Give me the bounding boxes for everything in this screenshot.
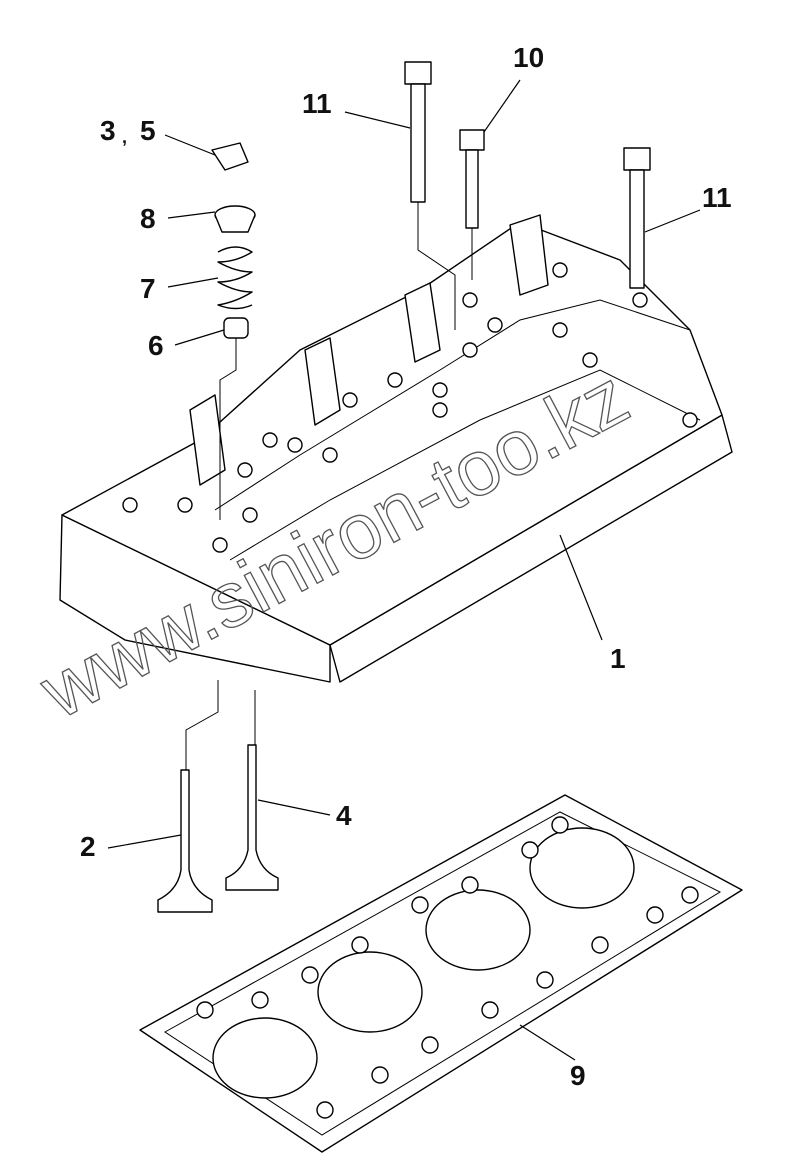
label-10: 10 [513,42,544,73]
gasket-hole [646,906,664,924]
leader-lines [107,79,701,1061]
gasket-hole [591,936,609,954]
label-separator: , [122,127,127,147]
head-hole [632,292,648,308]
label-6: 6 [148,330,164,361]
valve-spring [217,246,253,310]
head-hole [552,322,568,338]
gasket-hole [301,966,319,984]
gasket-hole [421,1036,439,1054]
label-11-left: 11 [302,88,332,119]
head-hole [122,497,138,513]
head-hole [387,372,403,388]
head-hole [342,392,358,408]
head-hole [487,317,503,333]
spring-retainer [214,205,256,233]
gasket-hole [316,1101,334,1119]
label-9: 9 [570,1060,586,1091]
gasket-hole [461,876,479,894]
head-hole [177,497,193,513]
head-hole [287,437,303,453]
gasket-hole [521,841,539,859]
head-hole [462,292,478,308]
head-hole [322,447,338,463]
label-8: 8 [140,203,156,234]
gasket-hole [681,886,699,904]
gasket-hole [481,1001,499,1019]
head-hole [237,462,253,478]
head-hole [432,382,448,398]
label-11-right: 11 [702,182,732,213]
gasket-hole [251,991,269,1009]
gasket-hole [371,1066,389,1084]
gasket-hole [351,936,369,954]
head-hole [682,412,698,428]
head-hole [432,402,448,418]
head-hole [582,352,598,368]
label-2: 2 [80,831,96,862]
label-4: 4 [336,800,352,831]
label-5: 5 [140,115,156,146]
gasket-hole [536,971,554,989]
bolt-11-right [623,147,651,289]
head-hole [242,507,258,523]
head-hole [552,262,568,278]
head-hole [212,537,228,553]
gasket-hole [196,1001,214,1019]
bolt-11-left [404,61,432,203]
valve-stem-seal [223,317,249,339]
gasket-hole [411,896,429,914]
head-hole [262,432,278,448]
valve-4 [225,744,279,891]
head-hole [462,342,478,358]
label-1: 1 [610,643,626,674]
valve-keeper [211,142,249,171]
bolt-10 [459,129,485,229]
label-3: 3 [100,115,116,146]
cylinder-head [59,214,733,683]
label-7: 7 [140,273,156,304]
valve-2 [157,769,213,913]
head-gasket [139,794,743,1153]
gasket-hole [551,816,569,834]
